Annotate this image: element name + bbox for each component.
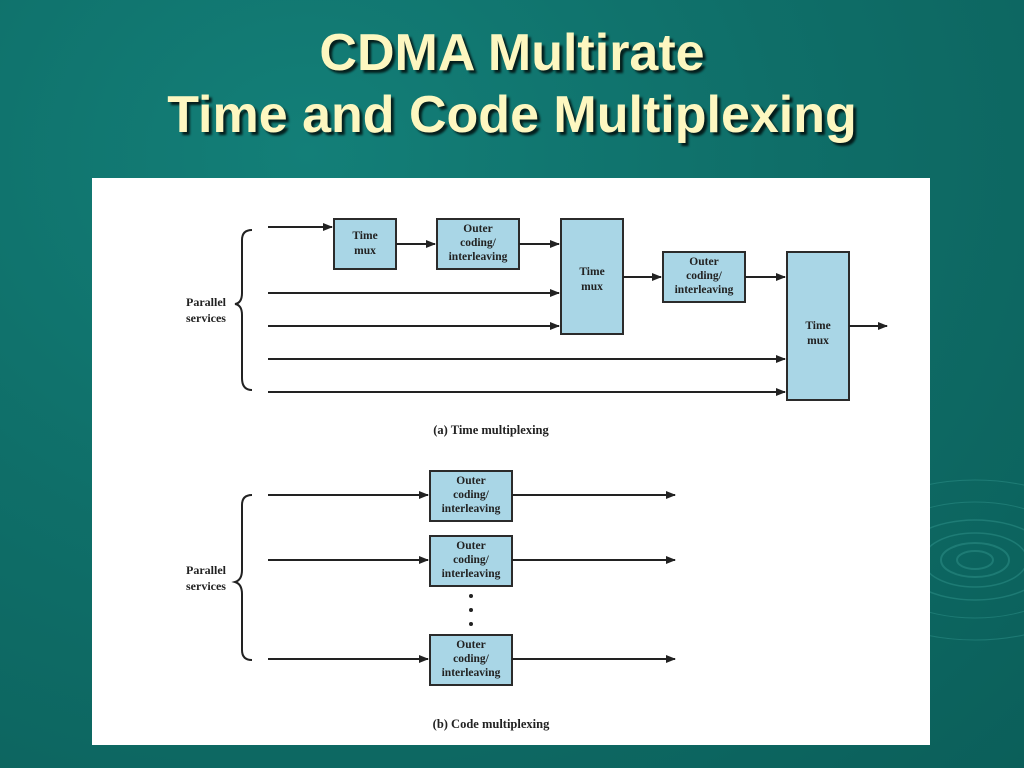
outer-coding-b1-line1: Outer — [456, 475, 485, 487]
outer-coding-b3-line2: coding/ — [453, 653, 490, 665]
time-mux-a1-line2: mux — [354, 245, 376, 257]
time-mux-a1-line1: Time — [352, 230, 377, 242]
outer-coding-b2-line3: interleaving — [442, 568, 501, 580]
ellipsis-dot-1 — [469, 594, 473, 598]
outer-coding-a4-line1: Outer — [689, 256, 718, 268]
slide-title: CDMA Multirate Time and Code Multiplexin… — [0, 22, 1024, 146]
outer-coding-a2-line3: interleaving — [449, 251, 508, 263]
outer-coding-b3-line3: interleaving — [442, 667, 501, 679]
outer-coding-b1-line3: interleaving — [442, 503, 501, 515]
title-line-1: CDMA Multirate — [319, 24, 705, 82]
brace-a — [234, 229, 253, 391]
outer-coding-a2-line2: coding/ — [460, 237, 497, 249]
outer-coding-b3-line1: Outer — [456, 639, 485, 651]
multiplexing-diagram: Parallel services Time mux Outer coding/… — [186, 218, 888, 731]
title-line-2: Time and Code Multiplexing — [167, 86, 857, 144]
parallel-services-label-a-line1: Parallel — [186, 295, 227, 309]
outer-coding-a2-line1: Outer — [463, 223, 492, 235]
parallel-services-label-b-line1: Parallel — [186, 563, 227, 577]
caption-code-multiplexing: (b) Code multiplexing — [433, 717, 550, 731]
caption-time-multiplexing: (a) Time multiplexing — [433, 423, 549, 437]
time-mux-a5-line2: mux — [807, 335, 829, 347]
ellipsis-dot-2 — [469, 608, 473, 612]
outer-coding-b1-line2: coding/ — [453, 489, 490, 501]
time-mux-a3-line2: mux — [581, 281, 603, 293]
outer-coding-box-a2 — [436, 218, 520, 270]
outer-coding-box-a4 — [662, 251, 746, 303]
ellipsis-dot-3 — [469, 622, 473, 626]
time-mux-box-a5 — [786, 251, 850, 401]
diagram-figure: Parallel services Time mux Outer coding/… — [92, 178, 930, 745]
time-mux-box-a1 — [333, 218, 397, 270]
outer-coding-box-b1 — [429, 470, 513, 522]
parallel-services-label-a-line2: services — [186, 311, 226, 325]
outer-coding-box-b3 — [429, 634, 513, 686]
outer-coding-a4-line3: interleaving — [675, 284, 734, 296]
outer-coding-a4-line2: coding/ — [686, 270, 723, 282]
parallel-services-label-b-line2: services — [186, 579, 226, 593]
brace-b — [231, 494, 253, 661]
outer-coding-b2-line1: Outer — [456, 540, 485, 552]
time-mux-a3-line1: Time — [579, 266, 604, 278]
time-mux-a5-line1: Time — [805, 320, 830, 332]
outer-coding-b2-line2: coding/ — [453, 554, 490, 566]
